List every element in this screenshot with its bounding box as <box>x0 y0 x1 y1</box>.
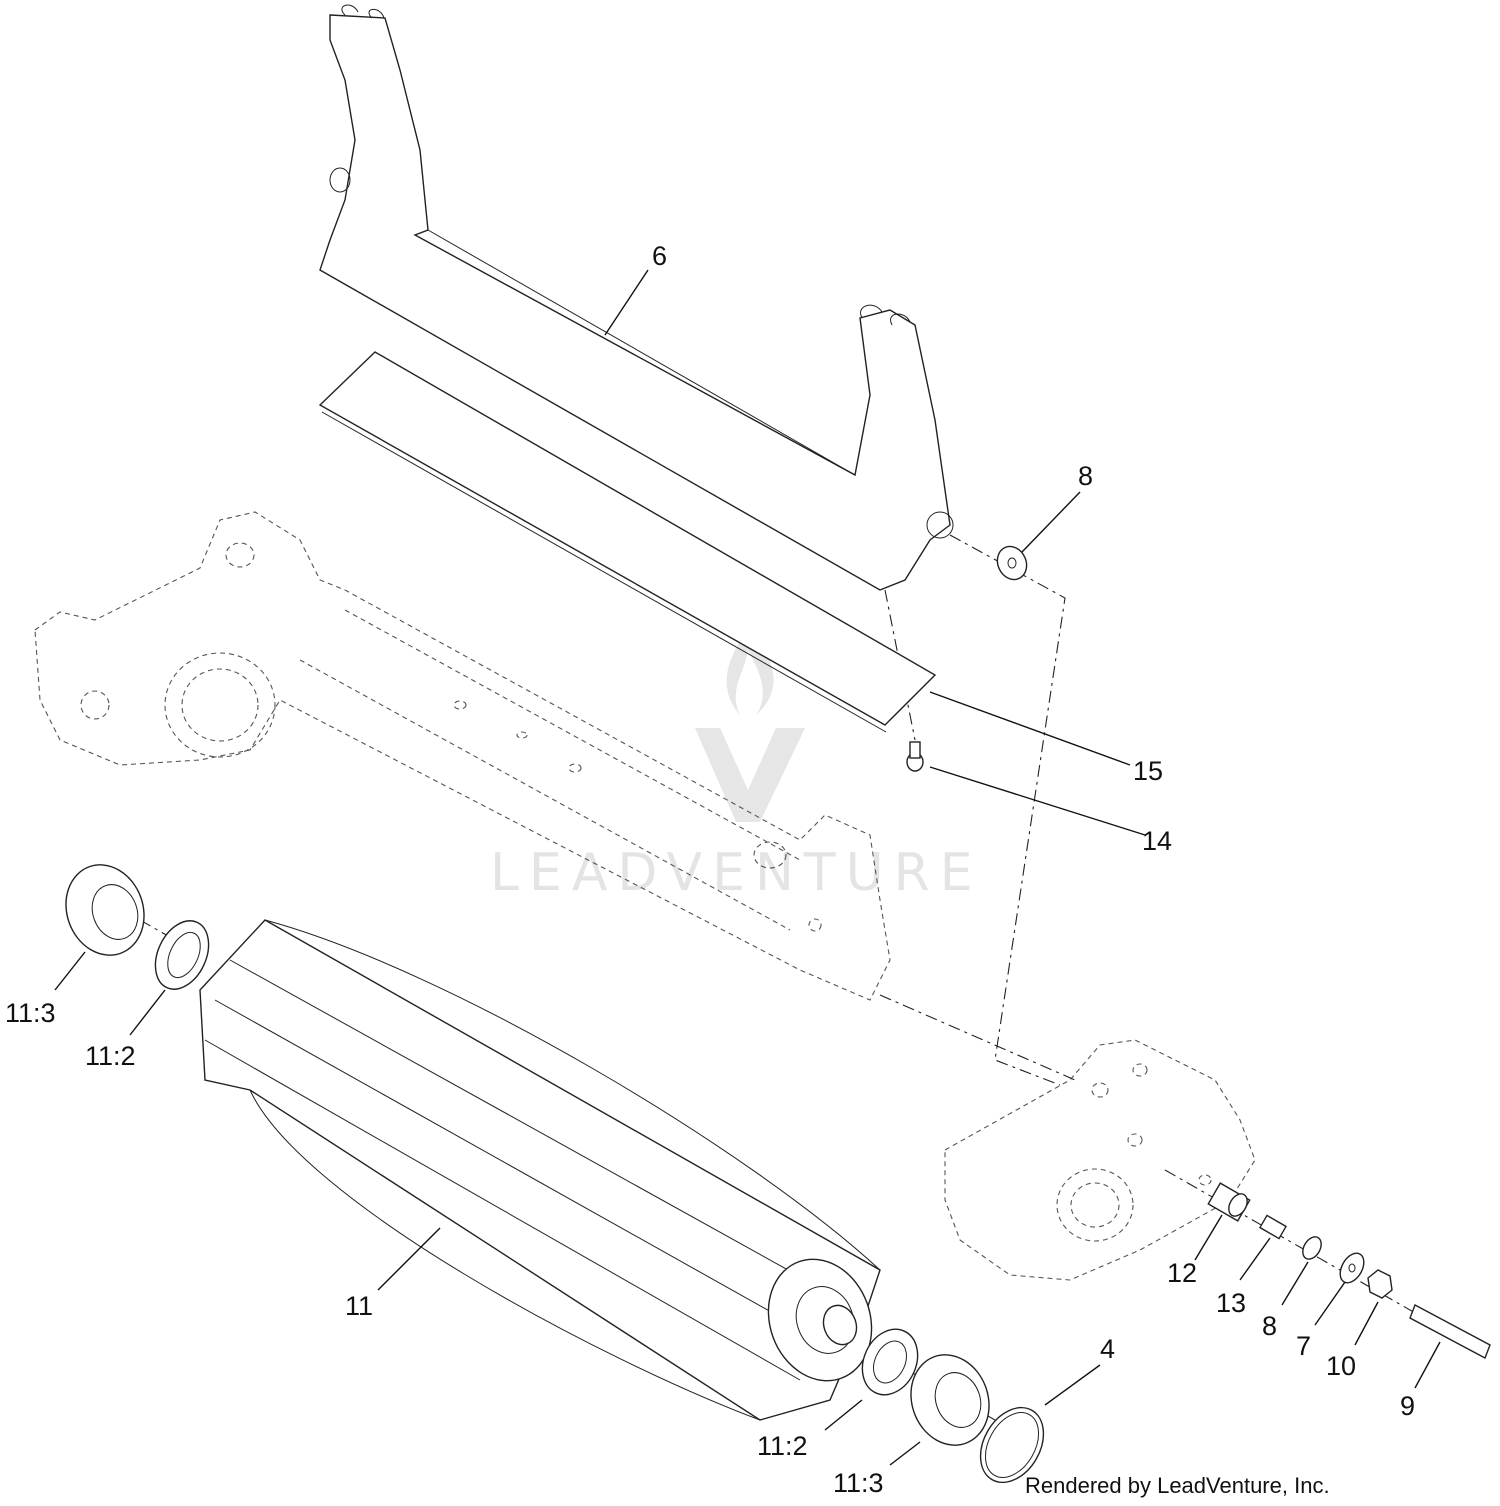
callout-8-bottom: 8 <box>1262 1311 1277 1341</box>
part-8-washer-bottom <box>1302 1236 1322 1260</box>
callout-7: 7 <box>1296 1331 1311 1361</box>
reel-frame-outline <box>34 511 891 1001</box>
callout-4: 4 <box>1100 1334 1115 1364</box>
part-11-reel <box>199 919 881 1421</box>
callout-6: 6 <box>652 241 667 271</box>
callout-11: 11 <box>345 1291 373 1321</box>
callout-12: 12 <box>1167 1258 1197 1288</box>
part-4-o-ring <box>979 1406 1045 1484</box>
callout-14: 14 <box>1142 826 1172 856</box>
part-9-shaft <box>1409 1304 1491 1359</box>
callout-13: 13 <box>1216 1288 1246 1318</box>
part-11-2-seal-right <box>861 1328 919 1396</box>
callout-11-3-right: 11:3 <box>833 1468 884 1498</box>
leader-lines <box>54 269 1441 1466</box>
part-8-washer-top <box>996 545 1028 581</box>
part-13-spacer <box>1259 1214 1287 1240</box>
callout-10: 10 <box>1326 1351 1356 1381</box>
part-11-3-bearing-right <box>910 1354 990 1446</box>
part-10-nut <box>1367 1269 1393 1299</box>
watermark-text: LEADVENTURE <box>490 843 983 903</box>
part-12-bushing <box>1207 1182 1251 1222</box>
part-14-screw <box>906 741 924 772</box>
side-plate-outline <box>944 1039 1256 1281</box>
callout-labels: 6 8 15 14 11:3 11:2 11 12 13 8 7 10 9 4 … <box>5 241 1415 1498</box>
part-15-bedknife <box>318 351 937 733</box>
callout-11-2-left: 11:2 <box>85 1041 136 1071</box>
part-6-frame-bar <box>319 4 954 591</box>
callout-11-3-left: 11:3 <box>5 998 56 1028</box>
callout-8-top: 8 <box>1078 461 1093 491</box>
rendered-by-credit: Rendered by LeadVenture, Inc. <box>1025 1473 1330 1498</box>
part-7-washer <box>1339 1252 1365 1284</box>
part-11-2-seal-left <box>154 920 210 990</box>
watermark: LEADVENTURE <box>490 630 983 903</box>
callout-15: 15 <box>1133 756 1163 786</box>
callout-9: 9 <box>1400 1391 1415 1421</box>
callout-11-2-right: 11:2 <box>757 1431 808 1461</box>
part-11-3-bearing-left <box>65 864 145 956</box>
